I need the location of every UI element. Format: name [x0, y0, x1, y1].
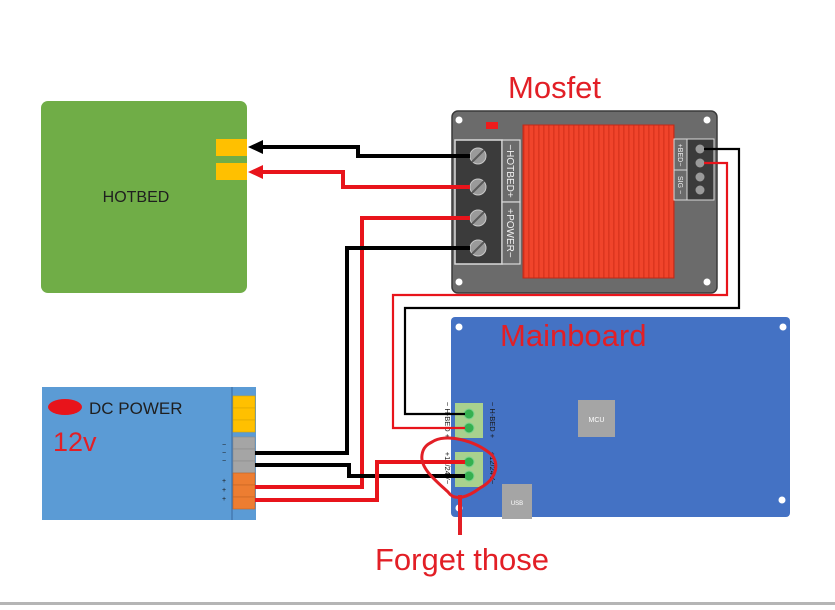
usb-label: USB [511, 501, 523, 507]
psu-voltage-note: 12v [53, 427, 97, 457]
mainboard: Mainboard MCU USB − H-BED + − H-BED + +1… [443, 317, 790, 519]
connector-pin [463, 408, 475, 420]
hotbed-terminal-label: −HOTBED+ [504, 144, 515, 198]
terminal-sign: + [222, 487, 226, 494]
terminal-sign: − [222, 442, 226, 449]
mcu-label: MCU [589, 417, 605, 424]
mainboard-title: Mainboard [500, 318, 646, 353]
wire-signal-positive [391, 161, 729, 430]
psu-terminal-positive [232, 484, 256, 498]
small-screws [695, 144, 705, 195]
arrow-icon [248, 165, 263, 179]
hotbed-terminal-negative [216, 139, 247, 156]
heatsink [522, 124, 675, 279]
wire-signal-negative [403, 147, 741, 416]
bottom-border [0, 602, 835, 605]
hotbed-terminal-positive [216, 163, 247, 180]
bed-terminal-label: +BED− [676, 144, 683, 167]
mounting-hole [779, 323, 787, 331]
power-supply: − − − + + + DC POWER 12v [42, 387, 256, 520]
hotbed-board [41, 101, 247, 293]
redaction-scribble [48, 399, 82, 415]
psu-terminal-negative [232, 436, 256, 450]
mcu-chip [578, 400, 615, 437]
power-label-box [501, 201, 521, 265]
annotation-text: Forget those [375, 542, 549, 577]
screw-icon [469, 178, 487, 196]
mounting-hole [703, 278, 711, 286]
psu-terminal-ac [232, 395, 256, 409]
arrow-icon [248, 140, 263, 154]
psu-label: DC POWER [89, 399, 183, 418]
psu-terminal-negative [232, 460, 256, 474]
sig-terminal-label: SIG − [676, 176, 683, 194]
psu-terminal-positive [232, 472, 256, 486]
wire-power-positive [255, 216, 470, 489]
screw-icon [469, 239, 487, 257]
screw-icon [695, 172, 705, 182]
psu-terminal-negative [232, 448, 256, 462]
terminal-sign: + [222, 496, 226, 503]
highlight-circle [420, 436, 498, 499]
screw-icon [695, 158, 705, 168]
screw-icon [695, 144, 705, 154]
connector-pin [463, 470, 475, 482]
wires [255, 145, 741, 502]
power-label-left: +12/24V− [443, 452, 452, 485]
connector-pin [463, 456, 475, 468]
terminal-sign: − [222, 458, 226, 465]
psu-terminal-ac [232, 419, 256, 433]
hbed-label-right: − H-BED + [488, 402, 497, 439]
wire-hotbed-positive [262, 170, 470, 189]
mounting-hole [455, 116, 463, 124]
wire-power-negative [255, 246, 470, 455]
power-label-right: +12/24V− [488, 452, 497, 485]
screw-icon [469, 209, 487, 227]
terminal-sign: + [222, 478, 226, 485]
mounting-hole [455, 323, 463, 331]
led-indicator [486, 122, 498, 129]
power-terminal-label: +POWER− [504, 208, 515, 258]
mounting-hole [455, 278, 463, 286]
connector-pin [463, 422, 475, 434]
annotation-marker [420, 436, 498, 535]
mounting-hole [778, 496, 786, 504]
screw-icon [695, 185, 705, 195]
hbed-label-left: − H-BED + [443, 402, 452, 439]
psu-terminal-positive [232, 496, 256, 510]
mainboard-board [451, 317, 790, 517]
hotbed-label: HOTBED [103, 189, 170, 206]
psu-terminal-ac [232, 407, 256, 421]
screw-icon [469, 147, 487, 165]
mounting-hole [703, 116, 711, 124]
mosfet-title: Mosfet [508, 70, 601, 105]
terminal-sign: − [222, 450, 226, 457]
wire-mainboard-power-negative [255, 463, 465, 478]
mosfet-module: −HOTBED+ +POWER− +BED− SIG − [451, 110, 718, 294]
hotbed: HOTBED [41, 101, 247, 293]
wire-hotbed-negative [262, 145, 470, 158]
usb-port [502, 484, 532, 519]
